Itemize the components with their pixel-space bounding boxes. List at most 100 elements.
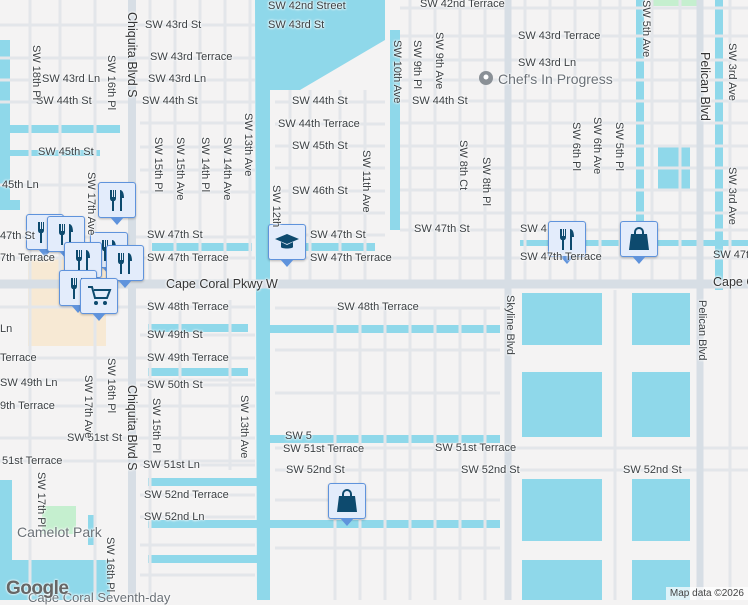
street-label: SW 45th St xyxy=(38,146,94,158)
street-label: SW 52nd St xyxy=(461,464,520,476)
street-label: SW 47th St xyxy=(147,229,203,241)
street-label: SW 47th St xyxy=(414,223,470,235)
street-label: SW 5th Pl xyxy=(613,122,625,171)
street-label: 7th Terrace xyxy=(0,252,55,264)
street-label: SW 43rd Ln xyxy=(148,73,207,85)
street-label: SW 15th Ave xyxy=(174,137,186,201)
shopping-bag-icon xyxy=(629,227,649,250)
street-label: SW 13th Ave xyxy=(242,113,254,177)
street-label: SW 9th Ave xyxy=(433,32,445,90)
street-label: SW 43rd Ln xyxy=(42,73,101,85)
street-label: SW 12th xyxy=(270,185,282,228)
street-label: SW 6th Pl xyxy=(570,122,582,171)
store-marker[interactable] xyxy=(328,483,366,526)
street-label: SW 48th Terrace xyxy=(147,301,229,313)
fork-knife-icon xyxy=(59,224,73,245)
street-label: SW 17th Pl xyxy=(35,472,47,528)
park-area xyxy=(42,506,76,534)
street-label: Terrace xyxy=(0,352,37,364)
street-label: SW 47th Terrace xyxy=(310,252,392,264)
street-label: SW 9th Pl xyxy=(411,40,423,89)
street-label: SW 8th Ct xyxy=(457,140,469,191)
street-label: SW 51st Ln xyxy=(143,459,200,471)
fork-knife-icon xyxy=(76,250,90,271)
street-label: SW 49th St xyxy=(147,329,203,341)
street-label: SW 52nd Terrace xyxy=(144,489,229,501)
road-label-skyline-blvd: Skyline Blvd xyxy=(504,295,516,355)
street-label: SW 16th Pl xyxy=(104,537,116,593)
grocery-marker[interactable] xyxy=(80,278,118,321)
street-label: 9th Terrace xyxy=(0,400,55,412)
street-label: SW 44th St xyxy=(36,95,92,107)
road-label-chiquita-blvd: Chiquita Blvd S xyxy=(125,385,139,471)
street-label: SW 43rd St xyxy=(145,19,202,31)
street-label: SW 47th Terrace xyxy=(147,252,229,264)
street-label: SW 44th St xyxy=(412,95,468,107)
street-label: SW 51st Terrace xyxy=(435,442,517,454)
street-label: SW 44th St xyxy=(142,95,198,107)
fork-knife-icon xyxy=(110,190,124,211)
street-label: SW 52nd St xyxy=(286,464,345,476)
street-label: SW 16th Pl xyxy=(105,358,117,414)
street-label: SW 52nd St xyxy=(623,464,682,476)
google-logo: Google xyxy=(6,578,69,599)
map-attribution[interactable]: Map data ©2026 xyxy=(665,587,748,600)
street-label: Ln xyxy=(0,323,13,335)
road-label-cape-coral-pkwy: Cape Coral Pkwy W xyxy=(166,277,278,291)
street-label: SW 5 xyxy=(285,430,312,442)
street-label: SW 52nd Ln xyxy=(144,511,205,523)
street-label: SW 17th Ave xyxy=(85,172,97,236)
street-label: SW 43rd Terrace xyxy=(518,30,601,42)
street-label: SW 17th Ave xyxy=(82,375,94,439)
street-label: SW 13th Ave xyxy=(238,395,250,459)
street-label: SW 50th St xyxy=(147,379,203,391)
fork-knife-icon xyxy=(560,229,574,250)
fork-knife-icon xyxy=(118,253,132,274)
street-label: SW 6th Ave xyxy=(591,117,603,175)
street-label: SW 11th Ave xyxy=(360,150,372,213)
street-label: SW 42nd Street xyxy=(268,0,346,12)
restaurant-marker[interactable] xyxy=(98,182,136,225)
street-label: SW 43rd Terrace xyxy=(150,51,233,63)
road-label-pelican-blvd: Pelican Blvd xyxy=(696,300,708,361)
street-label: SW 47th Terrace xyxy=(520,251,602,263)
street-label: SW 49th Ln xyxy=(0,377,58,389)
store-marker[interactable] xyxy=(620,221,658,264)
school-marker[interactable] xyxy=(268,224,306,267)
street-label: SW 51st Terrace xyxy=(283,443,365,455)
street-label: SW 18th Pl xyxy=(30,45,42,101)
street-label: SW 48th Terrace xyxy=(337,301,419,313)
street-label: SW 49th Terrace xyxy=(147,352,229,364)
street-label: SW 44th Terrace xyxy=(278,118,360,130)
street-label: SW 45th St xyxy=(292,140,348,152)
road-label-pelican-blvd: Pelican Blvd xyxy=(698,52,712,121)
street-label: SW 14th Pl xyxy=(199,137,211,193)
street-label: 47th St xyxy=(0,230,35,242)
place-label-chefs-in-progress[interactable]: Chef's In Progress xyxy=(498,71,613,87)
street-label: 51st Terrace xyxy=(2,455,63,467)
graduation-cap-icon xyxy=(275,234,299,249)
street-label: SW 8th Pl xyxy=(480,157,492,206)
street-label: SW 5th Ave xyxy=(640,0,652,58)
street-label: SW 42nd Terrace xyxy=(420,0,505,10)
street-label: SW 15th Pl xyxy=(150,398,162,454)
shopping-cart-icon xyxy=(88,286,112,305)
street-label: SW 47th St xyxy=(310,229,366,241)
street-label: SW 43rd Ln xyxy=(518,57,577,69)
street-label: SW 16th Pl xyxy=(105,55,117,111)
restaurant-marker[interactable] xyxy=(548,221,586,264)
park-area-top xyxy=(650,0,698,6)
park-label-camelot-park[interactable]: Camelot Park xyxy=(17,524,102,540)
road-label-chiquita-blvd: Chiquita Blvd S xyxy=(125,12,139,98)
street-label: SW 51st St xyxy=(67,432,123,444)
street-label: SW 10th Ave xyxy=(391,40,403,104)
restaurant-marker[interactable] xyxy=(106,245,144,288)
road-label-cape-coral-pkwy: Cape C xyxy=(713,275,748,289)
street-label: SW 47th xyxy=(713,249,748,261)
shopping-bag-icon xyxy=(337,489,357,512)
place-pin-icon[interactable] xyxy=(477,70,495,88)
street-label: SW 14th Ave xyxy=(221,137,233,201)
street-label: SW 4 xyxy=(520,223,547,235)
